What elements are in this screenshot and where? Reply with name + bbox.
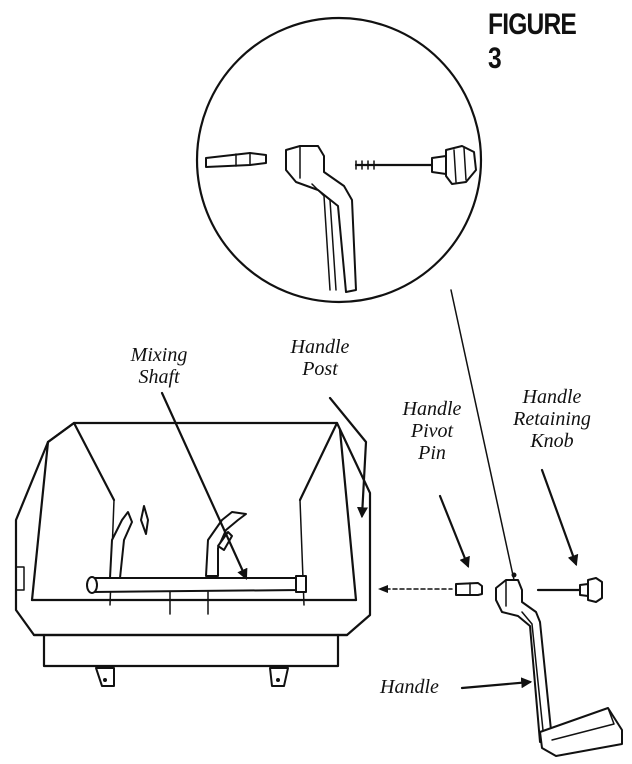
- dashed-arrow-head-icon: [378, 585, 388, 593]
- detail-handle-top-icon: [285, 145, 357, 293]
- detail-retaining-knob-icon: [354, 145, 477, 185]
- detail-pivot-pin-icon: [205, 152, 267, 168]
- handle-icon: [495, 572, 623, 757]
- mixing-shaft-arrow-icon: [160, 391, 248, 581]
- detail-leader-line: [450, 289, 515, 581]
- label-handle: Handle: [380, 676, 439, 698]
- label-handle-retaining-knob: Handle Retaining Knob: [513, 386, 591, 452]
- figure-title: FIGURE 3: [488, 8, 577, 75]
- detail-magnifier-circle: [195, 16, 483, 304]
- handle-post-arrow-icon: [328, 396, 368, 519]
- label-handle-pivot-pin: Handle Pivot Pin: [402, 398, 462, 464]
- retaining-knob-icon: [536, 577, 603, 603]
- pivot-pin-icon: [455, 582, 483, 596]
- handle-arrow-icon: [460, 677, 533, 690]
- label-mixing-shaft: Mixing Shaft: [130, 344, 188, 388]
- retaining-knob-arrow-icon: [540, 468, 579, 567]
- label-handle-post: Handle Post: [290, 336, 350, 380]
- mixing-shaft-icon: [86, 505, 307, 615]
- pivot-pin-arrow-icon: [438, 494, 470, 569]
